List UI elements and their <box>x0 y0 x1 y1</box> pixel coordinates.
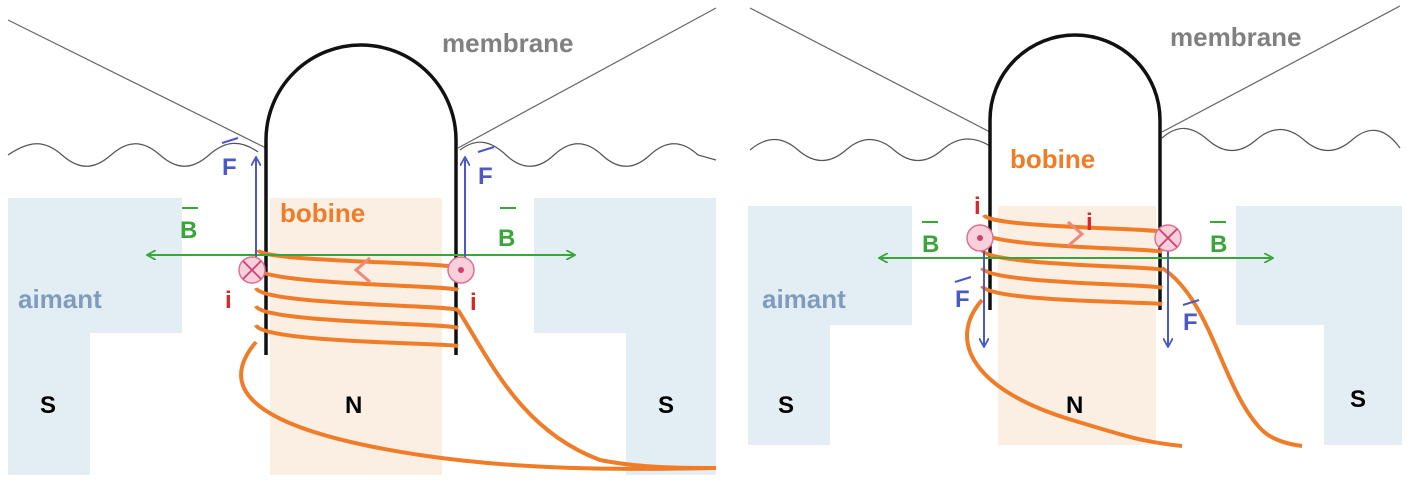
field-label-right: B <box>1210 231 1227 258</box>
coil-lead-wire <box>1160 266 1303 448</box>
force-label-left: F <box>222 154 237 181</box>
current-out-of-page-marker <box>447 256 475 284</box>
vector-arrow-F <box>221 137 239 144</box>
bobine-label: bobine <box>280 198 365 228</box>
force-label-right: F <box>1183 309 1198 336</box>
pole-north: N <box>1066 392 1083 419</box>
field-label-right: B <box>498 225 515 252</box>
current-label-left: i <box>974 193 981 220</box>
current-direction-arrow <box>353 256 371 284</box>
current-into-page-marker <box>1154 224 1182 252</box>
magnet-left <box>748 206 912 445</box>
membrane-cone-line <box>457 7 717 149</box>
membrane-wave-left <box>7 142 259 167</box>
membrane-cone-line <box>7 19 267 149</box>
pole-south-left: S <box>40 392 56 419</box>
diagram-panel-right: membrane bobine aimant S N S B B F F i i <box>742 0 1407 475</box>
force-label-right: F <box>478 163 493 190</box>
vector-arrow-F <box>477 146 495 153</box>
aimant-label: aimant <box>762 284 846 314</box>
membrane-wave-right <box>1161 127 1401 152</box>
membrane-wave-right <box>459 141 717 167</box>
membrane-cone-line <box>1161 5 1401 133</box>
bobine-label: bobine <box>1010 144 1095 174</box>
pole-north: N <box>345 392 362 419</box>
coil-former <box>988 33 1162 310</box>
membrane-label: membrane <box>442 28 574 58</box>
pole-south-left: S <box>778 392 794 419</box>
magnet-right <box>1236 206 1402 445</box>
force-label-left: F <box>955 286 970 313</box>
coil-windings <box>254 248 460 348</box>
aimant-label: aimant <box>18 284 102 314</box>
field-label-left: B <box>180 217 197 244</box>
current-into-page-marker <box>238 256 266 284</box>
vector-arrow-F <box>954 276 972 283</box>
diagram-panel-left: membrane bobine aimant S N S B B F F i i <box>7 7 717 475</box>
coil-former <box>264 43 458 355</box>
magnet-right <box>534 198 716 475</box>
current-out-of-page-marker <box>966 224 994 252</box>
pole-south-right: S <box>658 392 674 419</box>
vector-arrow-F <box>1182 299 1200 306</box>
magnet-left <box>8 198 182 475</box>
membrane-wave-left <box>749 138 991 162</box>
pole-south-right: S <box>1350 386 1366 413</box>
membrane-label: membrane <box>1170 22 1302 52</box>
current-label-right: i <box>470 289 477 316</box>
speaker-diagram-left: membrane bobine aimant S N S B B F F i i <box>7 7 717 475</box>
speaker-diagram-right: membrane bobine aimant S N S B B F F i i <box>748 5 1402 448</box>
current-label-left: i <box>225 287 232 314</box>
coil-lead-wire <box>239 340 717 471</box>
membrane-cone-line <box>749 7 991 133</box>
current-direction-arrow <box>1067 220 1085 248</box>
coil-lead-wire <box>965 298 1183 448</box>
coil-lead-wire <box>456 308 717 470</box>
current-label-center: i <box>1086 209 1093 236</box>
field-label-left: B <box>922 231 939 258</box>
